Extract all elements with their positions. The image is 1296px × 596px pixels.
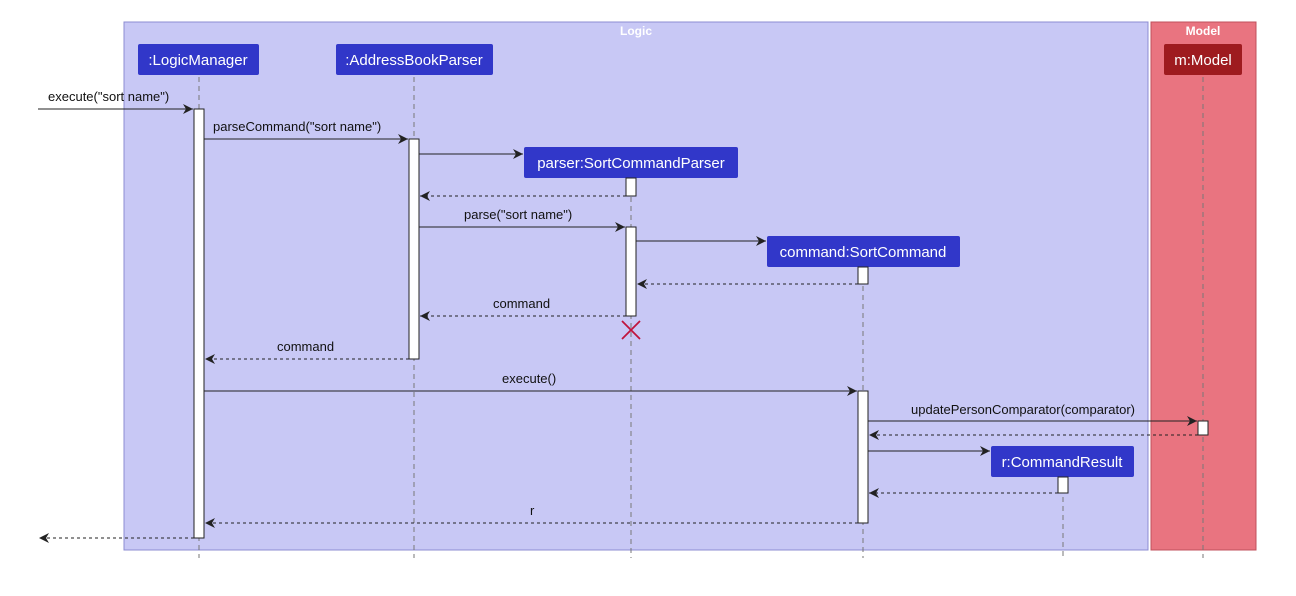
activation-model [1197,420,1209,436]
logic-group-label: Logic [620,24,652,38]
label-parse: parse("sort name") [464,207,572,222]
label-update-comparator: updatePersonComparator(comparator) [911,402,1135,417]
label-execute-in: execute("sort name") [48,89,169,104]
activations [193,108,1209,539]
svg-text:command:SortCommand: command:SortCommand [780,244,947,261]
svg-text:parser:SortCommandParser: parser:SortCommandParser [537,155,725,172]
participant-logic-manager: :LogicManager [138,44,259,75]
label-execute: execute() [502,371,556,386]
participant-sort-command: command:SortCommand [767,236,960,267]
svg-text:r:CommandResult: r:CommandResult [1002,454,1124,471]
svg-text::LogicManager: :LogicManager [148,52,247,69]
activation-parser-create [625,177,637,197]
svg-text:m:Model: m:Model [1174,52,1232,69]
participant-address-book-parser: :AddressBookParser [336,44,493,75]
messages [38,104,1198,543]
activation-parser-parse [625,226,637,317]
model-group-label: Model [1186,24,1221,38]
label-parse-command: parseCommand("sort name") [213,119,381,134]
model-group: Model [1150,21,1257,551]
activation-command-create [857,266,869,285]
svg-text::AddressBookParser: :AddressBookParser [345,52,483,69]
activation-command-result [1057,476,1069,494]
label-return-command-2: command [277,339,334,354]
activation-logic-manager [193,108,205,539]
label-return-command-1: command [493,296,550,311]
participant-model: m:Model [1164,44,1242,75]
label-return-r: r [530,503,535,518]
activation-command-execute [857,390,869,524]
participant-command-result: r:CommandResult [991,446,1134,477]
participant-sort-command-parser: parser:SortCommandParser [524,147,738,178]
destroy-mark [621,320,641,340]
message-labels: execute("sort name") parseCommand("sort … [48,89,1135,518]
activation-address-book-parser [408,138,420,360]
